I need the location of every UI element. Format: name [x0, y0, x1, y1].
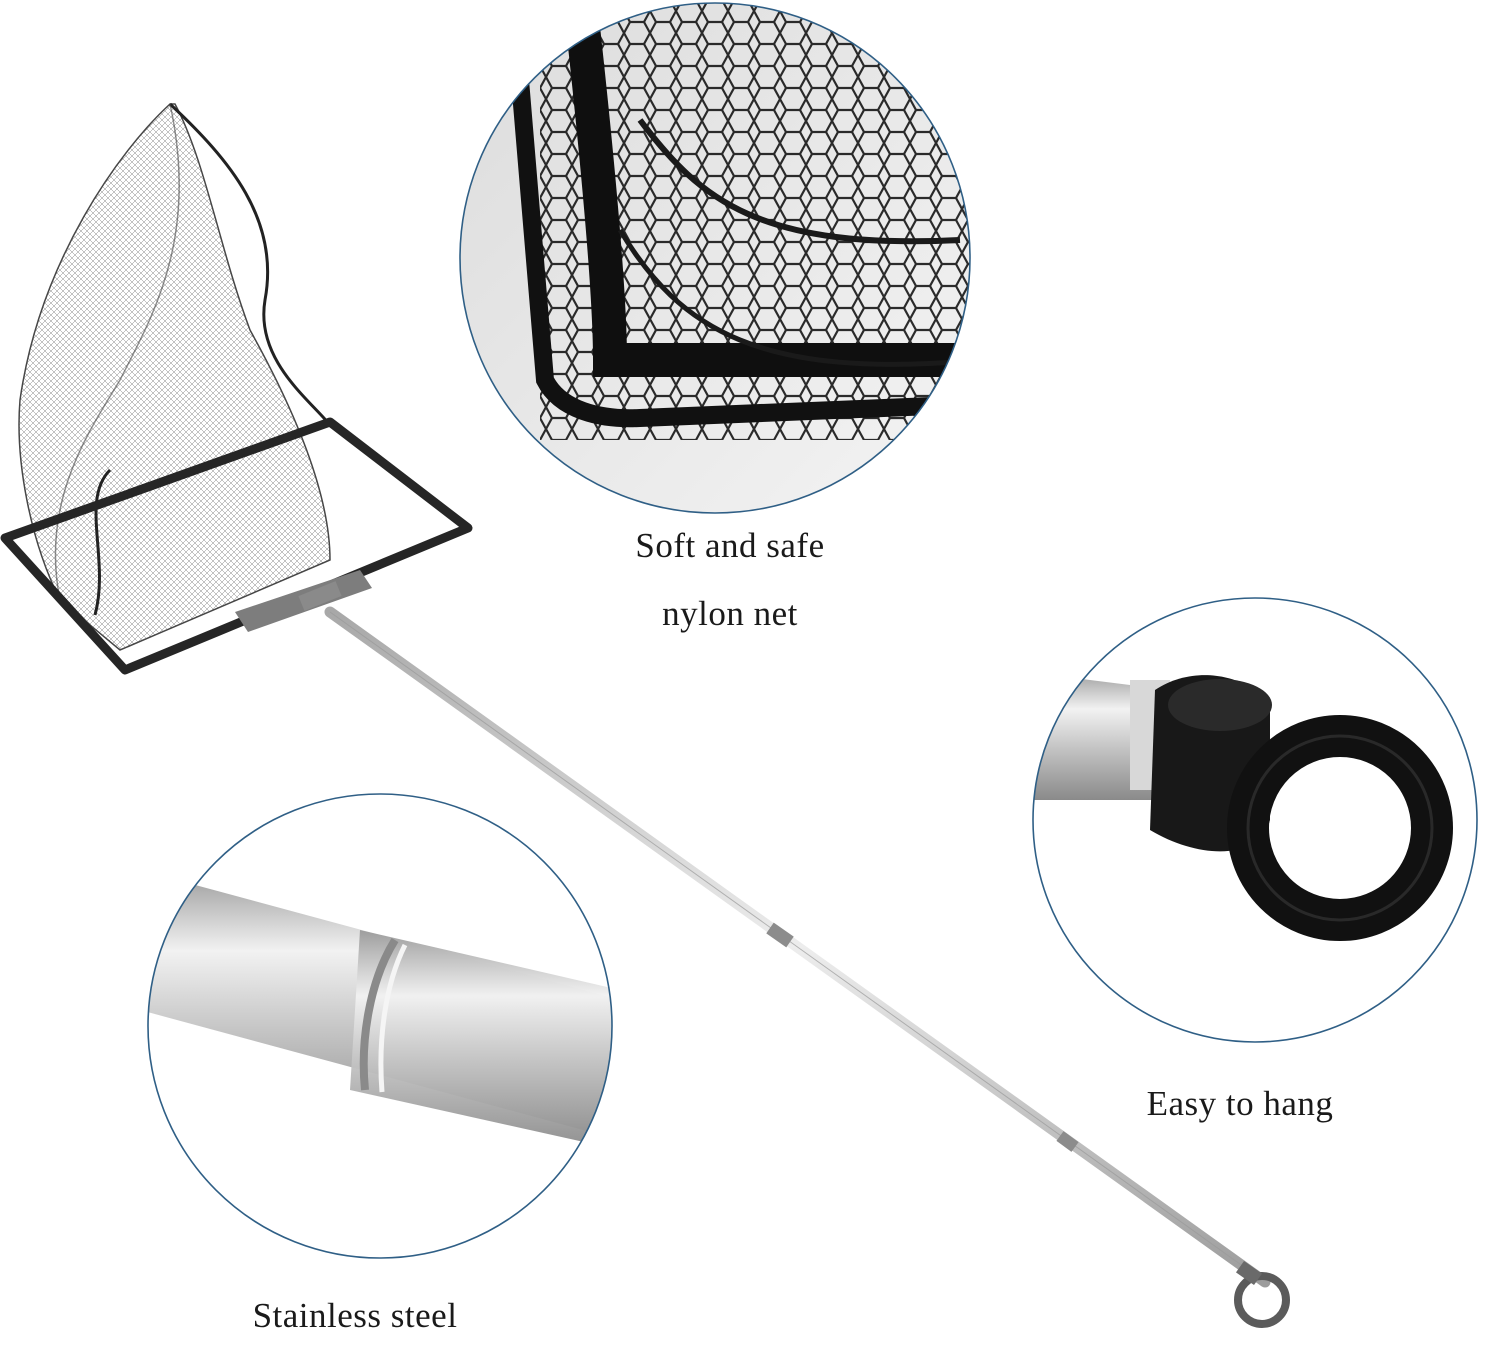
hang-ring [1234, 1272, 1290, 1328]
caption-nylon-net-line1: Soft and safe [635, 526, 825, 565]
fish-net-main [0, 102, 1290, 1328]
caption-easy-to-hang: Easy to hang [1146, 1084, 1334, 1123]
net-frame [0, 417, 473, 675]
caption-stainless-steel: Stainless steel [252, 1296, 458, 1335]
net-bag [18, 103, 331, 651]
caption-nylon-net-line2: nylon net [662, 594, 798, 633]
detail-circle-ring [1032, 597, 1478, 1043]
detail-circle-net [459, 2, 971, 514]
detail-circle-steel [147, 793, 613, 1259]
